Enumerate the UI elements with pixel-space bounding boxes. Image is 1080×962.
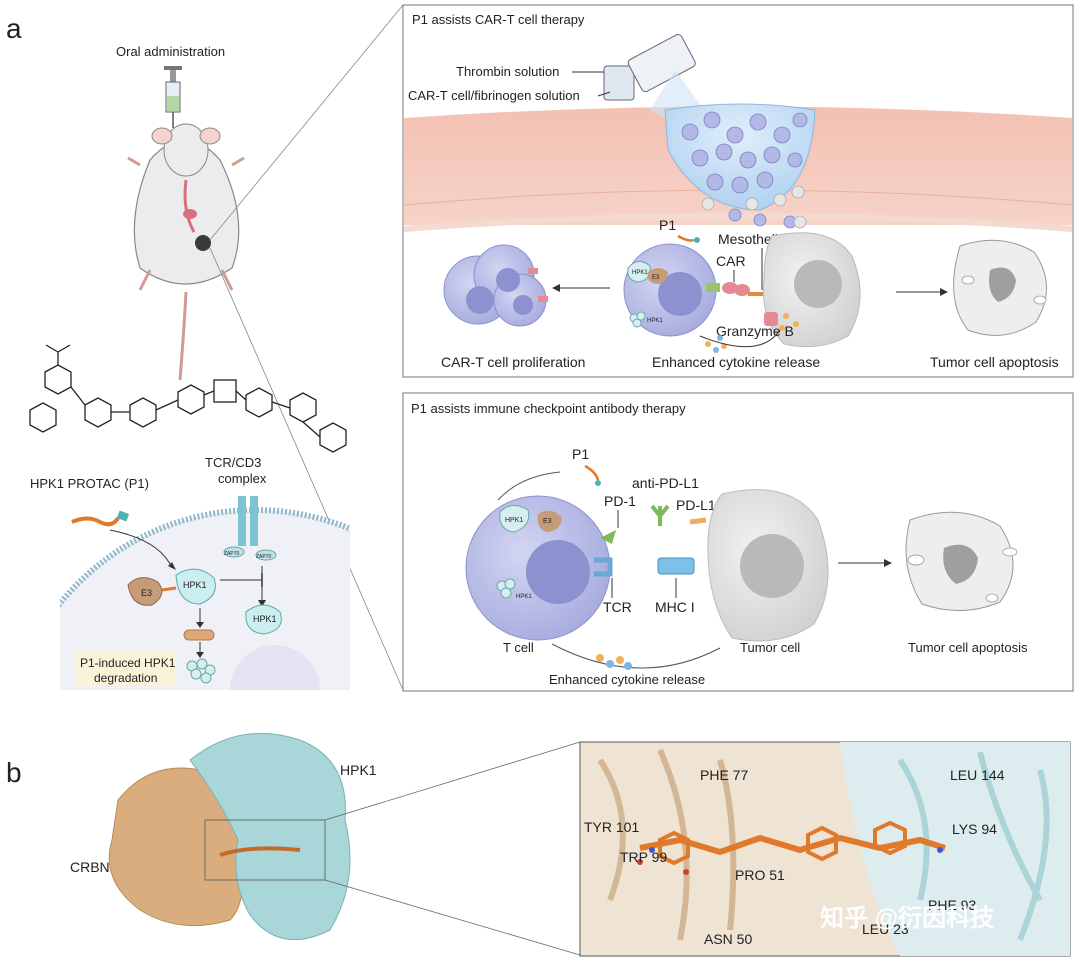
tcr-label: TCR (603, 599, 632, 615)
watermark: 知乎 @衍因科技 (820, 905, 995, 932)
cytokines-checkpoint (596, 654, 632, 670)
anti-pdl1-label: anti-PD-L1 (632, 475, 699, 491)
residue-lys94: LYS 94 (952, 821, 997, 837)
e3-label-cart: E3 (652, 275, 660, 281)
tumor-site-marker (195, 235, 211, 251)
crbn-label: CRBN (70, 859, 110, 875)
cytokine-release-cart-label: Enhanced cytokine release (652, 354, 820, 370)
binding-pocket-zoom: PHE 77 LEU 144 TYR 101 LYS 94 TRP 99 PRO… (579, 741, 1071, 957)
cart-proliferation-label: CAR-T cell proliferation (441, 354, 585, 370)
apoptosis-checkpoint-label: Tumor cell apoptosis (908, 640, 1028, 655)
panel-letter-a: a (6, 13, 22, 44)
apoptosis-cart-label: Tumor cell apoptosis (930, 354, 1059, 370)
zap70-label-1: ZAP70 (224, 551, 240, 557)
residue-tyr101: TYR 101 (584, 819, 639, 835)
hpk1-label-2: HPK1 (253, 614, 277, 624)
pd1-label: PD-1 (604, 493, 636, 509)
hpk1-surface-label: HPK1 (340, 762, 377, 778)
tumor-cell-label: Tumor cell (740, 640, 800, 655)
protac-label: HPK1 PROTAC (P1) (30, 476, 149, 491)
degradation-label-line1: P1-induced HPK1 (80, 656, 176, 670)
hpk1-label: HPK1 (183, 580, 207, 590)
hpk1-label-checkpoint-2: HPK1 (516, 594, 532, 600)
tcr-complex-label-line2: complex (218, 471, 267, 486)
residue-leu144: LEU 144 (950, 767, 1005, 783)
e3-label: E3 (141, 588, 152, 598)
mouse-illustration: Oral administration (116, 44, 245, 381)
granzyme-label: Granzyme B (716, 323, 794, 339)
cart-proliferating-cells (443, 244, 548, 327)
e3-label-checkpoint: E3 (543, 518, 552, 525)
pdl1-label: PD-L1 (676, 497, 716, 513)
p1-label-checkpoint: P1 (572, 446, 589, 462)
residue-phe93: PHE 93 (928, 897, 976, 913)
thrombin-label: Thrombin solution (456, 64, 559, 79)
cart-therapy-panel: P1 assists CAR-T cell therapy Thrombin s… (402, 4, 1074, 378)
apoptotic-tumor-cell-cart (953, 239, 1047, 336)
panel-letter-b: b (6, 757, 22, 788)
syringe-icon (164, 66, 182, 128)
residue-trp99: TRP 99 (620, 849, 667, 865)
protein-surface-model: CRBN HPK1 (70, 732, 377, 941)
oral-administration-label: Oral administration (116, 44, 225, 59)
degradation-label-line2: degradation (94, 671, 157, 685)
tcell-membrane-schematic: ZAP70 ZAP70 E3 HPK1 HPK1 P1-induced HPK1… (60, 496, 350, 690)
car-label: CAR (716, 253, 746, 269)
cytokines-cart (705, 335, 727, 353)
residue-asn50: ASN 50 (704, 931, 752, 947)
apoptotic-tumor-cell-checkpoint (905, 511, 1018, 611)
tcr-complex-label-line1: TCR/CD3 (205, 455, 261, 470)
hpk1-label-cart-2: HPK1 (647, 318, 663, 324)
checkpoint-panel-title: P1 assists immune checkpoint antibody th… (411, 401, 686, 416)
residue-pro51: PRO 51 (735, 867, 785, 883)
cytokine-release-checkpoint-label: Enhanced cytokine release (549, 672, 705, 687)
checkpoint-therapy-panel: P1 assists immune checkpoint antibody th… (402, 392, 1074, 692)
residue-phe77: PHE 77 (700, 767, 748, 783)
cart-panel-title: P1 assists CAR-T cell therapy (412, 12, 585, 27)
p1-label-cart: P1 (659, 217, 676, 233)
zap70-label-2: ZAP70 (256, 554, 272, 560)
cart-fibrinogen-label: CAR-T cell/fibrinogen solution (408, 88, 580, 103)
tcell-label: T cell (503, 640, 534, 655)
hpk1-label-checkpoint: HPK1 (505, 517, 523, 524)
protac-chemical-structure (29, 344, 347, 453)
residue-leu23: LEU 23 (862, 921, 909, 937)
cart-cells-in-gel (681, 111, 808, 229)
hpk1-label-cart: HPK1 (632, 270, 648, 276)
mhc-label: MHC I (655, 599, 695, 615)
